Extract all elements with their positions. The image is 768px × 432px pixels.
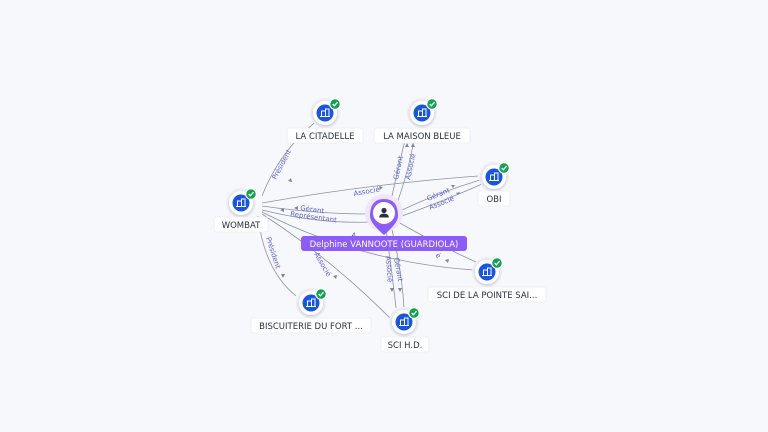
- edge-arrow: [280, 208, 284, 212]
- edge-arrow: [398, 288, 402, 292]
- edge-wombat-person-2: [261, 209, 371, 223]
- verified-check-icon: [491, 257, 503, 269]
- edge-citadelle-wombat: [261, 119, 319, 197]
- person-node[interactable]: [365, 194, 403, 235]
- building-icon: [306, 298, 316, 307]
- edge-wombat-pointe: [261, 211, 475, 271]
- company-label-sci-pointe: SCI DE LA POINTE SAI...: [427, 286, 547, 303]
- company-node-la-maison-bleue[interactable]: [407, 98, 438, 128]
- svg-text:BISCUITERIE DU FORT ...: BISCUITERIE DU FORT ...: [259, 322, 363, 332]
- edge-arrow: [445, 259, 449, 263]
- edge-arrow: [379, 186, 383, 190]
- edge-arrow: [451, 185, 455, 188]
- company-node-sci-hd[interactable]: [389, 307, 420, 337]
- edge-arrow: [294, 206, 298, 210]
- edge-label-wombat-a: A: [351, 231, 358, 240]
- company-label-sci-hd: SCI H.D.: [380, 336, 430, 353]
- edge-labels: Président Gérant Associé Associé Gérant …: [264, 148, 455, 282]
- company-label-wombat: WOMBAT: [213, 216, 269, 233]
- edge-arrow: [390, 288, 394, 292]
- company-label-la-citadelle: LA CITADELLE: [286, 127, 364, 144]
- edge-label-maison-associe: Associé: [404, 153, 417, 181]
- edge-arrow: [411, 143, 415, 147]
- person-label: Delphine VANNOOTE (GUARDIOLA): [301, 236, 467, 251]
- company-node-obi[interactable]: [479, 162, 510, 192]
- verified-check-icon: [315, 288, 327, 300]
- edge-label-wombat-schd: Associé: [312, 251, 332, 278]
- edge-person-obi: [401, 179, 481, 211]
- edge-arrow: [288, 178, 292, 182]
- building-icon: [489, 172, 499, 181]
- building-icon: [482, 267, 492, 276]
- company-node-sci-pointe[interactable]: [472, 257, 503, 287]
- svg-text:LA MAISON BLEUE: LA MAISON BLEUE: [383, 132, 461, 142]
- svg-text:Delphine VANNOOTE (GUARDIOLA): Delphine VANNOOTE (GUARDIOLA): [310, 240, 459, 250]
- company-node-la-citadelle[interactable]: [310, 98, 341, 128]
- edge-wombat-schd: [261, 213, 391, 319]
- verified-check-icon: [408, 307, 420, 319]
- svg-text:SCI H.D.: SCI H.D.: [388, 341, 423, 351]
- verified-check-icon: [245, 188, 257, 200]
- company-label-obi: OBI: [477, 190, 511, 207]
- building-icon: [399, 317, 409, 326]
- company-label-la-maison-bleue: LA MAISON BLEUE: [373, 127, 471, 144]
- svg-text:SCI DE LA POINTE SAI...: SCI DE LA POINTE SAI...: [437, 291, 538, 301]
- edge-arrow: [456, 192, 460, 195]
- edge-label-wombat-gerant: Gérant: [300, 204, 325, 215]
- edge-label-pointe-e: é: [434, 251, 442, 260]
- svg-text:LA CITADELLE: LA CITADELLE: [296, 132, 355, 142]
- person-icon: [379, 207, 389, 218]
- edge-wombat-person: [261, 205, 369, 215]
- verified-check-icon: [329, 98, 341, 110]
- edge-label-schd-associe: Associé: [384, 256, 394, 283]
- building-icon: [320, 108, 330, 117]
- svg-text:WOMBAT: WOMBAT: [222, 221, 261, 231]
- edge-label-wombat-biscuiterie: Président: [264, 236, 282, 270]
- edge-arrow: [281, 274, 285, 278]
- company-node-biscuiterie[interactable]: [296, 288, 327, 318]
- edge-arrow: [405, 143, 409, 147]
- verified-check-icon: [426, 98, 438, 110]
- edge-label-citadelle-wombat: Président: [271, 148, 294, 181]
- building-icon: [417, 108, 427, 117]
- edge-arrows: [280, 143, 460, 292]
- edge-arrow: [333, 275, 337, 279]
- svg-text:OBI: OBI: [486, 195, 501, 205]
- company-node-wombat[interactable]: [226, 188, 257, 218]
- edge-person-obi-2: [401, 183, 483, 217]
- verified-check-icon: [498, 162, 510, 174]
- company-label-biscuiterie: BISCUITERIE DU FORT ...: [250, 317, 372, 334]
- building-icon: [236, 198, 246, 207]
- edge-wombat-obi: [261, 175, 479, 204]
- edge-label-maison-gerant: Gérant: [392, 155, 405, 180]
